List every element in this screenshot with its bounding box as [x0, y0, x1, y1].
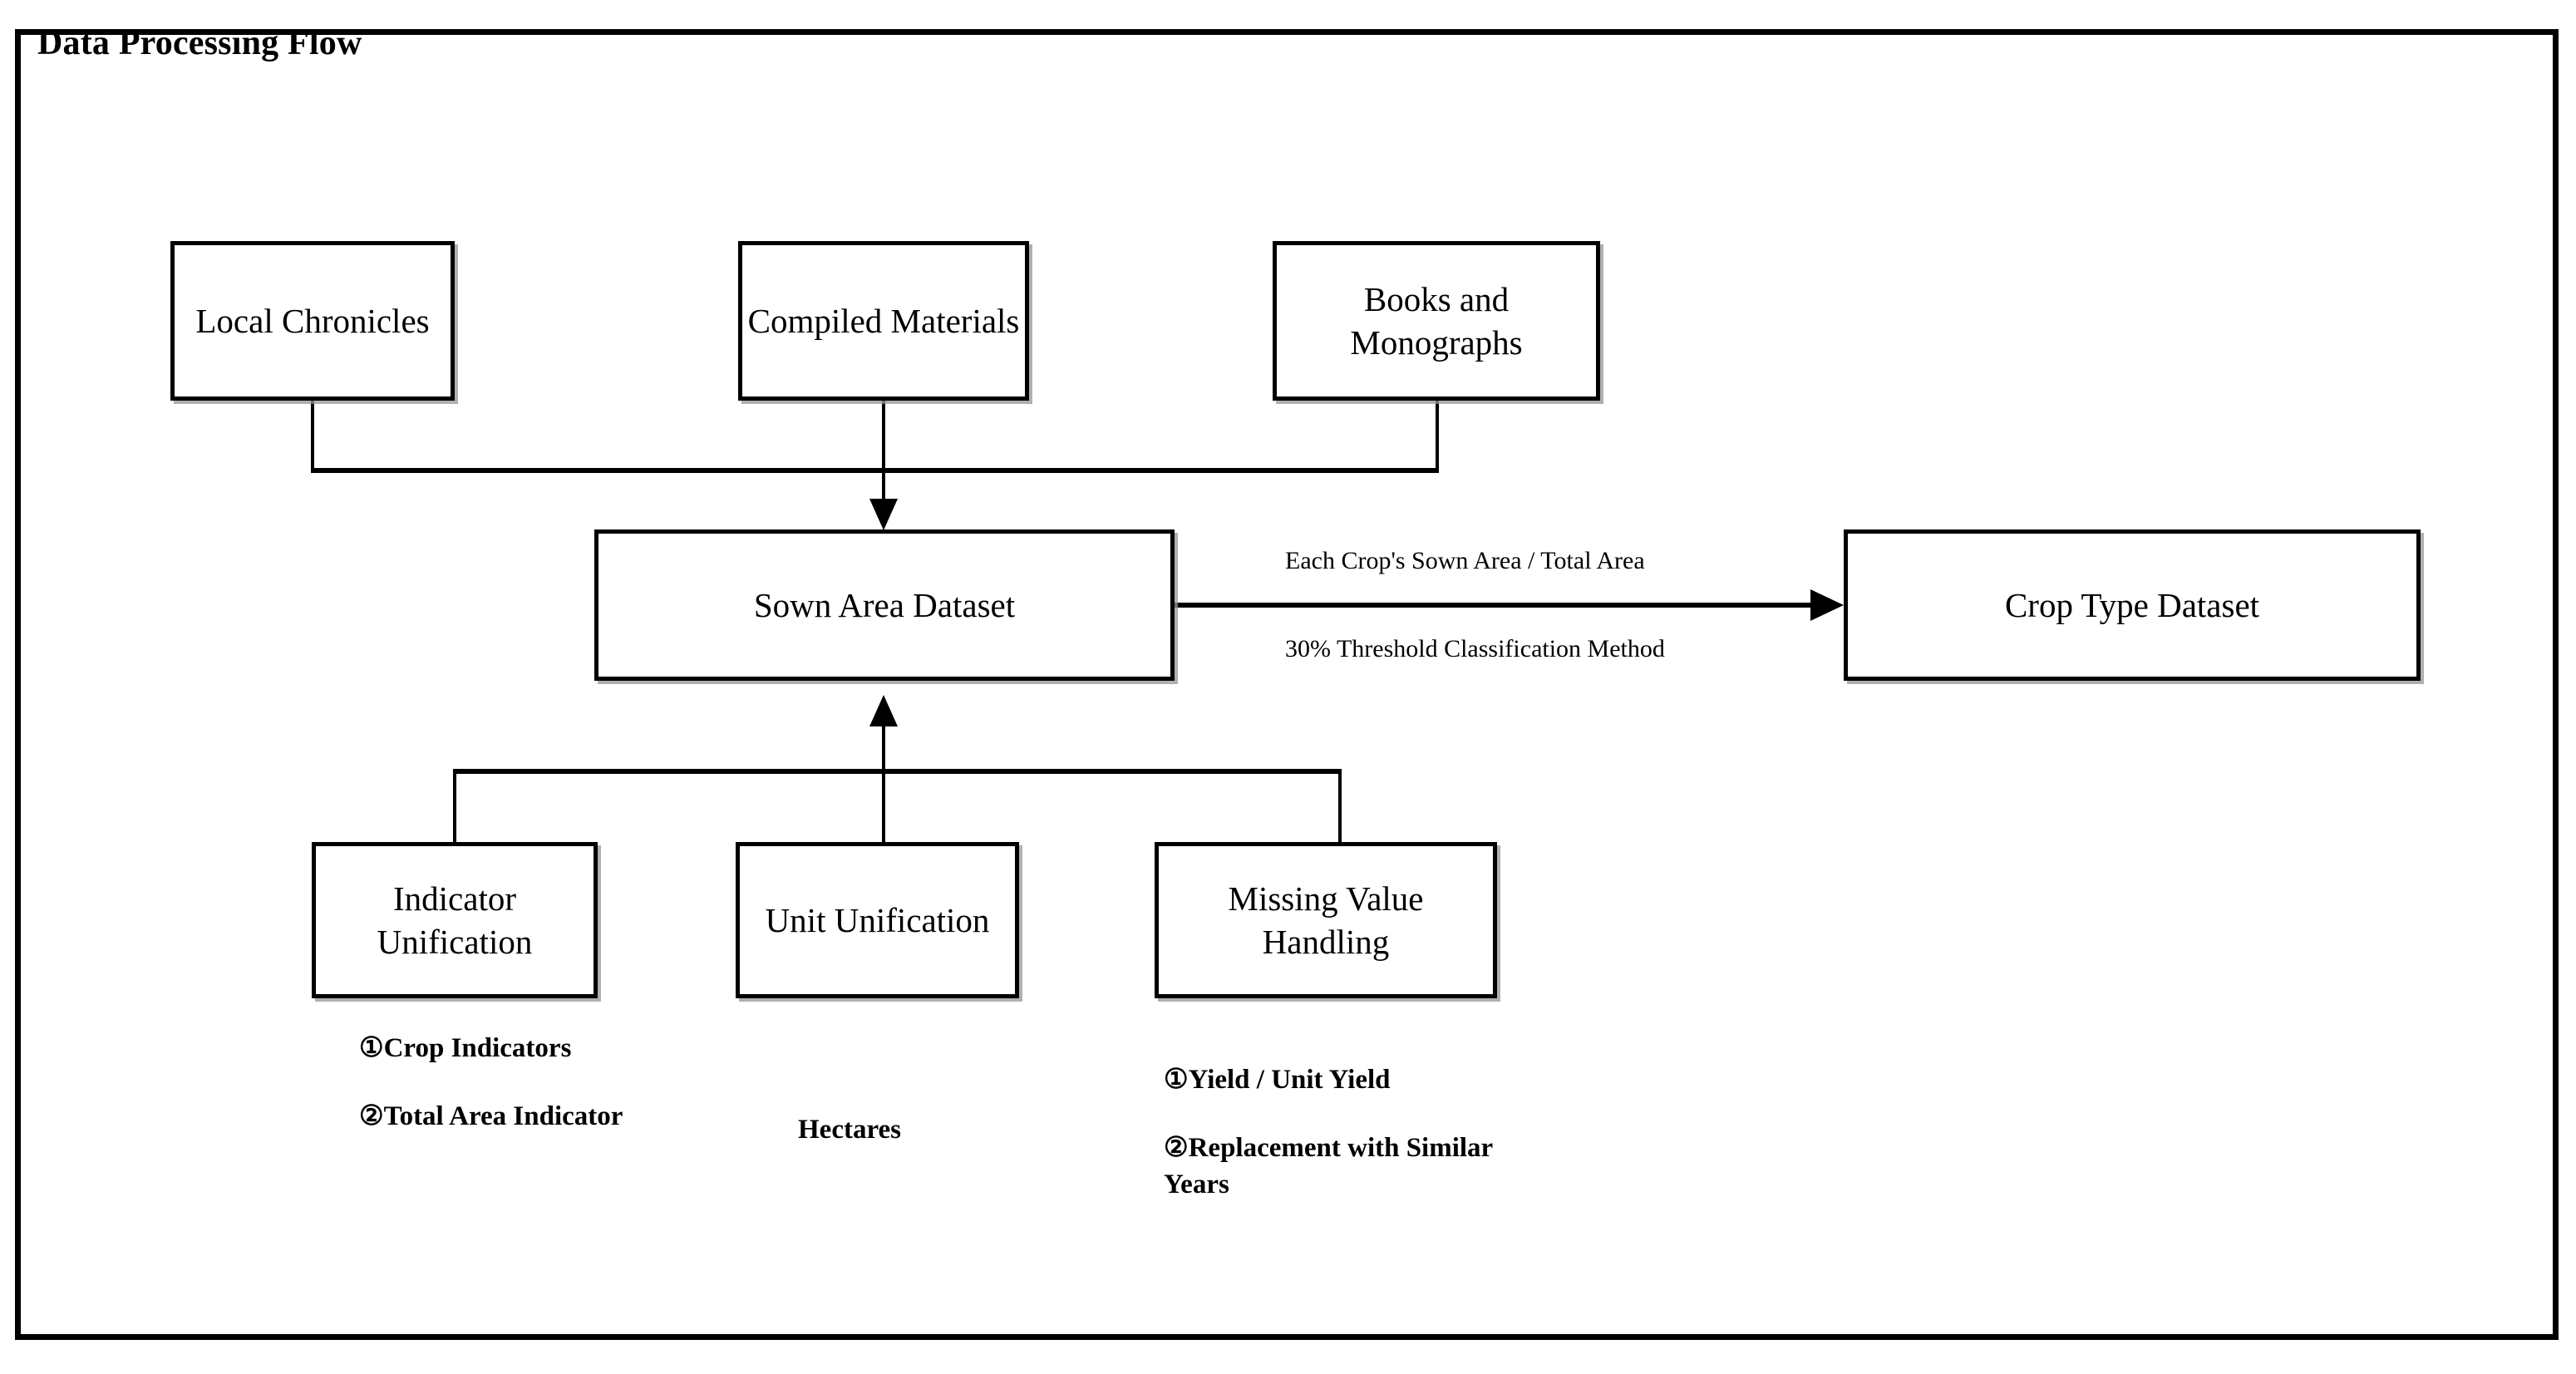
connector-sources-bus	[311, 468, 1439, 473]
annotation-missing-item-1: ①Yield / Unit Yield	[1164, 1065, 1391, 1095]
diagram-title: Data Processing Flow	[37, 24, 362, 62]
annotation-missing-value-handling: ①Yield / Unit Yield ②Replacement with Si…	[1164, 1062, 1563, 1204]
node-crop-type-dataset-label: Crop Type Dataset	[2004, 585, 2260, 624]
connector-books-stem	[1436, 401, 1439, 470]
edge-label-ratio-formula: Each Crop's Sown Area / Total Area	[1285, 547, 1645, 574]
node-unit-unification-label: Unit Unification	[765, 900, 990, 939]
connector-indicator-stem	[453, 771, 456, 845]
node-local-chronicles[interactable]: Local Chronicles	[170, 241, 455, 401]
annotation-indicator-unification: ①Crop Indicators ②Total Area Indicator	[359, 1031, 633, 1135]
node-sown-area-dataset-label: Sown Area Dataset	[753, 585, 1016, 624]
annotation-unit-unification: Hectares	[798, 1112, 1072, 1149]
connector-unit-stem	[882, 726, 885, 845]
node-missing-value-handling[interactable]: Missing Value Handling	[1155, 842, 1497, 998]
annotation-missing-item-2: ②Replacement with Similar Years	[1164, 1132, 1493, 1199]
connector-compiled-stem	[882, 401, 885, 525]
node-indicator-unification[interactable]: Indicator Unification	[312, 842, 598, 998]
arrowhead-sown-to-crop	[1810, 589, 1844, 621]
node-compiled-materials-label: Compiled Materials	[747, 301, 1020, 340]
node-missing-value-handling-label: Missing Value Handling	[1228, 879, 1424, 961]
connector-missing-stem	[1338, 771, 1342, 845]
edge-label-threshold-method: 30% Threshold Classification Method	[1285, 635, 1665, 662]
connector-local-stem	[311, 401, 314, 470]
node-compiled-materials[interactable]: Compiled Materials	[738, 241, 1029, 401]
arrowhead-processes-to-sown-area	[869, 695, 898, 726]
annotation-unit-item-1: Hectares	[798, 1115, 901, 1145]
node-crop-type-dataset[interactable]: Crop Type Dataset	[1844, 529, 2421, 681]
connector-sown-to-crop	[1174, 603, 1839, 608]
node-unit-unification[interactable]: Unit Unification	[736, 842, 1019, 998]
connector-processes-bus	[453, 769, 1342, 774]
node-books-and-monographs-label: Books and Monographs	[1350, 279, 1523, 362]
annotation-indicator-item-2: ②Total Area Indicator	[359, 1101, 623, 1131]
node-sown-area-dataset[interactable]: Sown Area Dataset	[594, 529, 1175, 681]
annotation-indicator-item-1: ①Crop Indicators	[359, 1033, 572, 1063]
node-books-and-monographs[interactable]: Books and Monographs	[1273, 241, 1600, 401]
node-local-chronicles-label: Local Chronicles	[195, 301, 430, 340]
arrowhead-sources-to-sown-area	[869, 499, 898, 530]
node-indicator-unification-label: Indicator Unification	[377, 879, 533, 961]
